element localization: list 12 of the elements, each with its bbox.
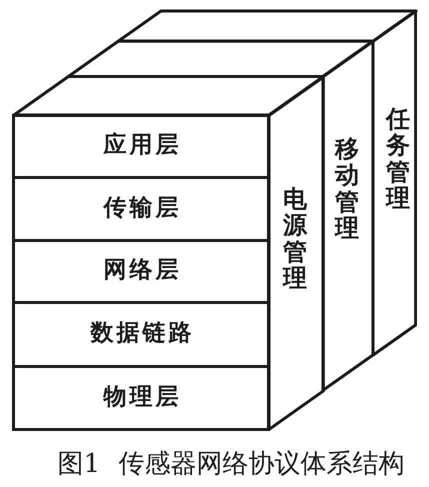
- layer-label: 数据链路: [89, 320, 194, 348]
- layer-box: [12, 114, 270, 178]
- side-panel: [370, 9, 418, 358]
- layer-label: 网络层: [102, 257, 182, 285]
- vertical-label: 移动管理: [334, 136, 359, 242]
- layer-label: 应用层: [102, 132, 182, 160]
- layer-label: 传输层: [102, 194, 182, 222]
- side-panel: [320, 39, 375, 393]
- vertical-label: 电源管理: [283, 186, 307, 292]
- vertical-label: 任务管理: [386, 106, 410, 212]
- layer-label: 物理层: [102, 384, 182, 412]
- figure-caption: 图1 传感器网络协议体系结构: [58, 449, 404, 480]
